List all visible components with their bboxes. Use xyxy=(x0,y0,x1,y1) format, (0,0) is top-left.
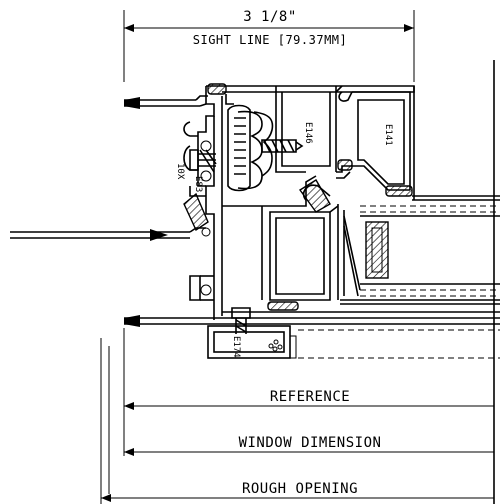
part-e141-label: E141 xyxy=(383,124,393,146)
lower-chamber xyxy=(222,175,339,301)
lower-dimensions: REFERENCE WINDOW DIMENSION ROUGH OPENING xyxy=(100,328,494,504)
screw-label: 10X xyxy=(175,163,185,180)
rough-opening-label: ROUGH OPENING xyxy=(242,481,358,497)
frame-chamber-e146: E146 xyxy=(275,86,337,173)
left-gasket xyxy=(183,192,209,232)
mid-gasket xyxy=(298,179,331,213)
sill-leader xyxy=(10,227,206,241)
part-e83-label: E83 xyxy=(193,176,203,192)
part-e146-label: E146 xyxy=(303,122,313,144)
screw: 10X E83 xyxy=(175,149,217,192)
sight-line-label: SIGHT LINE [79.37MM] xyxy=(193,33,348,47)
sash-gasket xyxy=(385,185,413,197)
glazing-unit xyxy=(337,86,500,305)
glazing-spacer xyxy=(365,221,389,279)
part-e174-label: E174 xyxy=(231,336,241,358)
sill-gasket xyxy=(267,301,299,311)
center-screw xyxy=(261,139,304,153)
window-dimension-label: WINDOW DIMENSION xyxy=(239,435,382,451)
top-gasket xyxy=(207,83,227,95)
thermal-break-bellows xyxy=(227,104,274,192)
sight-line-value: 3 1/8" xyxy=(243,9,297,25)
upper-trim xyxy=(124,95,208,109)
sill-members: E174 xyxy=(124,301,500,359)
reference-label: REFERENCE xyxy=(270,389,350,405)
sash-gasket-small xyxy=(337,159,353,171)
sight-line-dimension: 3 1/8" SIGHT LINE [79.37MM] xyxy=(123,9,415,82)
sash-chamber-e141: E141 xyxy=(335,85,413,197)
